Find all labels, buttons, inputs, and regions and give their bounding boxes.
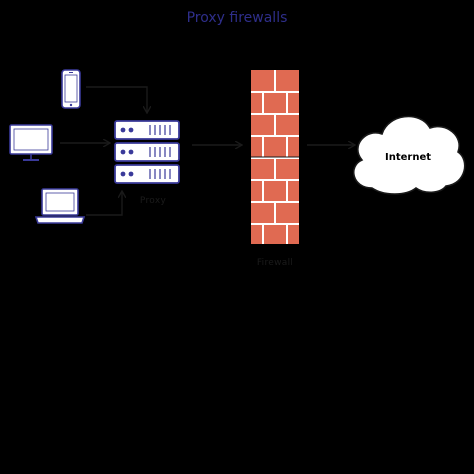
brick-wall-icon (251, 70, 299, 244)
server-stack-icon (114, 120, 180, 184)
smartphone-icon (61, 69, 81, 109)
diagram-title: Proxy firewalls (186, 10, 288, 26)
arrow-phone-to-proxy (86, 86, 147, 113)
desktop-monitor-icon (9, 124, 53, 161)
laptop-icon (34, 188, 86, 224)
cloud-icon (352, 115, 466, 195)
connection-arrows (60, 86, 355, 216)
internet-label: Internet (384, 152, 431, 163)
firewall-label: Firewall (256, 258, 294, 268)
arrow-laptop-to-proxy (86, 191, 122, 216)
proxy-label: Proxy (139, 196, 167, 206)
